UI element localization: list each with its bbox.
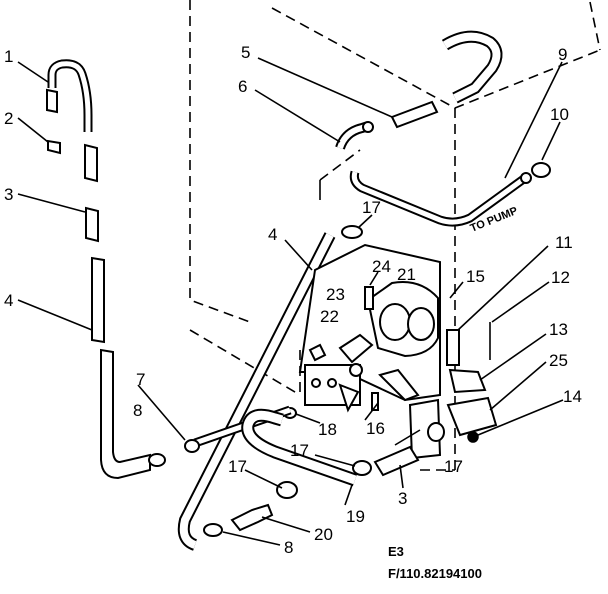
callout-12: 12 — [551, 268, 570, 287]
lower-hoses — [184, 405, 421, 537]
callout-23: 23 — [326, 285, 345, 304]
callout-18: 18 — [318, 420, 337, 439]
callout-4: 4 — [4, 291, 13, 310]
callout-1: 1 — [4, 47, 13, 66]
callout-24: 24 — [372, 257, 391, 276]
upper-hoses — [335, 30, 551, 239]
callout-numbers: 1 2 3 4 5 6 9 10 4 17 24 21 11 15 12 23 … — [4, 43, 582, 557]
callout-17-top: 17 — [362, 198, 381, 217]
callout-11: 11 — [555, 233, 573, 252]
callout-5: 5 — [241, 43, 250, 62]
pump-body — [283, 243, 498, 460]
footer-code: E3 — [388, 544, 404, 559]
callout-21: 21 — [397, 265, 416, 284]
callout-10: 10 — [550, 105, 569, 124]
callout-13: 13 — [549, 320, 568, 339]
diagonal-tube — [177, 180, 336, 551]
callout-17-mid: 17 — [290, 441, 309, 460]
callout-8: 8 — [133, 401, 142, 420]
callout-15: 15 — [466, 267, 485, 286]
callout-20: 20 — [314, 525, 333, 544]
callout-4-right: 4 — [268, 225, 277, 244]
callout-8-lower: 8 — [284, 538, 293, 557]
callout-17-left: 17 — [228, 457, 247, 476]
callout-19: 19 — [346, 507, 365, 526]
callout-6: 6 — [238, 77, 247, 96]
callout-14: 14 — [563, 387, 582, 406]
callout-17-right: 17 — [444, 457, 463, 476]
callout-22: 22 — [320, 307, 339, 326]
leader-lines — [17, 57, 564, 546]
footer-part-number: F/110.82194100 — [388, 566, 482, 581]
callout-3: 3 — [4, 185, 13, 204]
callout-2: 2 — [4, 109, 13, 128]
callout-3-lower: 3 — [398, 489, 407, 508]
cabinet-outline — [189, 0, 601, 471]
callout-9: 9 — [558, 45, 567, 64]
callout-7: 7 — [136, 370, 145, 389]
left-hose-assembly — [46, 59, 166, 480]
callout-25: 25 — [549, 351, 568, 370]
callout-16: 16 — [366, 419, 385, 438]
